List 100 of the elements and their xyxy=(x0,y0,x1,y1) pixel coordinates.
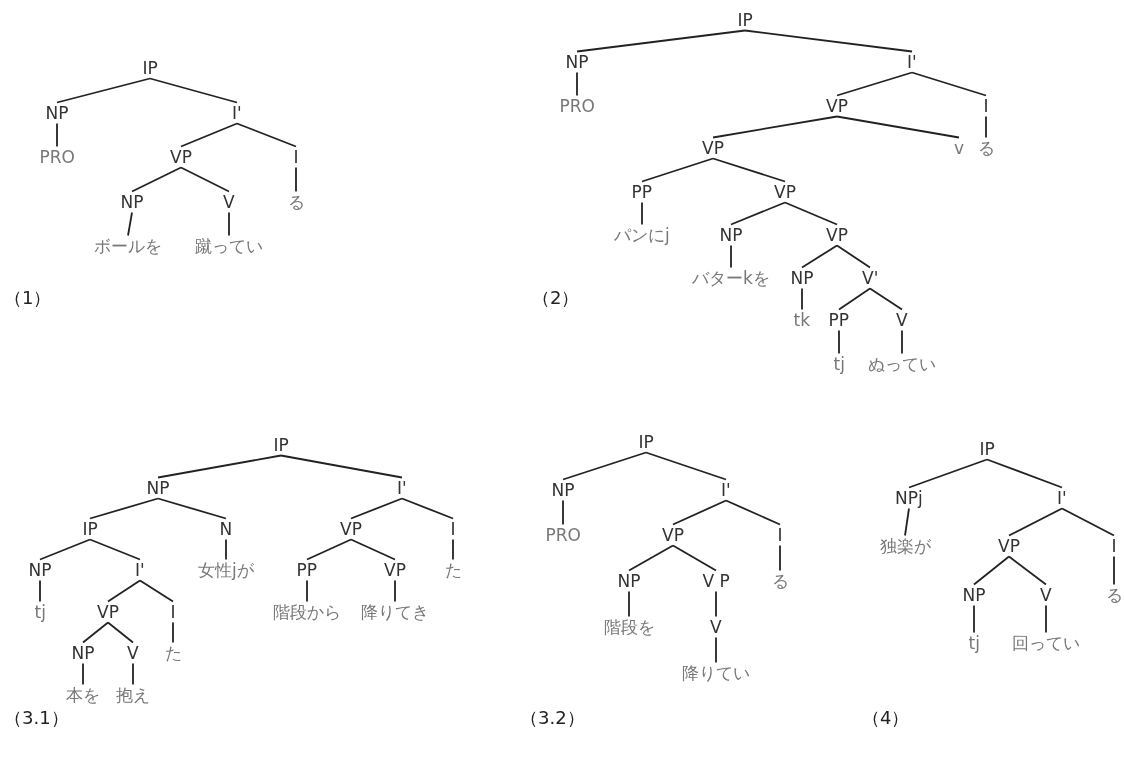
category-label: NP xyxy=(719,224,743,246)
word-label: パンにj xyxy=(614,224,670,246)
branch-line xyxy=(225,538,227,561)
category-label: VP xyxy=(998,535,1020,557)
category-label: NP xyxy=(120,191,144,213)
category-label: VP xyxy=(97,601,119,623)
category-label: VP xyxy=(774,181,796,203)
branch-line xyxy=(82,621,109,644)
branch-line xyxy=(985,115,987,139)
branch-line xyxy=(157,497,227,520)
word-label: ボールを xyxy=(94,235,162,257)
branch-line xyxy=(838,287,871,311)
branch-line xyxy=(779,544,781,572)
category-label: V P xyxy=(702,570,730,592)
branch-line xyxy=(730,244,732,269)
category-label: IP xyxy=(273,434,289,456)
branch-line xyxy=(1008,507,1063,537)
branch-line xyxy=(401,497,454,520)
category-label: N xyxy=(219,518,233,540)
branch-line xyxy=(801,287,803,311)
branch-line xyxy=(869,287,903,311)
branch-line xyxy=(236,122,297,148)
branch-line xyxy=(712,115,838,139)
word-label: る xyxy=(977,137,995,159)
category-label: VP xyxy=(170,146,192,168)
category-label: NP xyxy=(617,570,641,592)
branch-line xyxy=(350,538,396,561)
branch-line xyxy=(295,166,297,193)
branch-line xyxy=(911,71,987,97)
category-label: VP xyxy=(340,518,362,540)
branch-line xyxy=(672,544,717,572)
word-label: る xyxy=(771,570,789,592)
category-label: NP xyxy=(28,559,52,581)
branch-line xyxy=(127,211,133,237)
category-label: V xyxy=(1040,584,1052,606)
branch-line xyxy=(725,499,781,526)
category-label: VP xyxy=(702,137,724,159)
category-label: IP xyxy=(737,9,753,31)
word-label: 階段から xyxy=(273,601,341,623)
branch-line xyxy=(132,662,134,686)
category-label: I xyxy=(170,601,176,623)
category-label: I' xyxy=(721,479,731,501)
category-label: I' xyxy=(135,559,145,581)
word-label: 蹴ってい xyxy=(195,235,263,257)
branch-line xyxy=(39,538,91,561)
category-label: I xyxy=(450,518,456,540)
category-label: I' xyxy=(232,102,242,124)
branch-line xyxy=(107,579,141,603)
branch-line xyxy=(180,166,230,193)
category-label: NPj xyxy=(895,487,923,509)
branch-line xyxy=(107,621,134,644)
branch-line xyxy=(280,454,403,479)
branch-line xyxy=(904,507,910,537)
category-label: VP xyxy=(826,224,848,246)
word-label: る xyxy=(287,191,305,213)
branch-line xyxy=(82,662,84,686)
example-number: （3.1） xyxy=(4,708,69,728)
word-label: 抱え xyxy=(116,684,150,706)
word-label: る xyxy=(1105,584,1123,606)
branch-line xyxy=(131,166,182,193)
word-label: バターkを xyxy=(692,267,770,289)
branch-line xyxy=(715,636,717,664)
branch-line xyxy=(730,201,786,226)
category-label: V' xyxy=(862,267,879,289)
branch-line xyxy=(89,538,141,561)
example-number: （2） xyxy=(532,288,580,308)
category-label: VP xyxy=(826,95,848,117)
branch-line xyxy=(838,329,840,355)
word-label: 階段を xyxy=(603,616,655,638)
branch-line xyxy=(56,122,58,148)
branch-line xyxy=(973,555,1010,586)
branch-line xyxy=(672,499,727,526)
category-label: V xyxy=(896,309,908,331)
word-label: 降りてい xyxy=(682,662,750,684)
branch-line xyxy=(452,538,454,561)
category-label: IP xyxy=(979,438,995,460)
word-label: v xyxy=(954,137,965,159)
category-label: VP xyxy=(662,524,684,546)
branch-line xyxy=(576,71,578,97)
branch-line xyxy=(228,211,230,237)
branch-line xyxy=(89,497,159,520)
word-label: 本を xyxy=(66,684,100,706)
category-label: V xyxy=(223,191,235,213)
category-label: V xyxy=(710,616,722,638)
branch-line xyxy=(350,497,403,520)
branch-line xyxy=(641,157,714,183)
word-label: ぬってい xyxy=(868,353,936,375)
category-label: NP xyxy=(146,477,170,499)
word-label: PRO xyxy=(39,146,75,168)
category-label: NP xyxy=(962,584,986,606)
branch-line xyxy=(562,499,564,526)
example-number: （1） xyxy=(4,288,52,308)
branch-line xyxy=(836,71,913,97)
category-label: I' xyxy=(1057,487,1067,509)
example-number: （4） xyxy=(862,708,910,728)
branch-line xyxy=(715,590,717,618)
branch-line xyxy=(712,157,786,183)
category-label: I xyxy=(983,95,989,117)
branch-line xyxy=(836,115,960,139)
example-number: （3.2） xyxy=(520,708,585,728)
